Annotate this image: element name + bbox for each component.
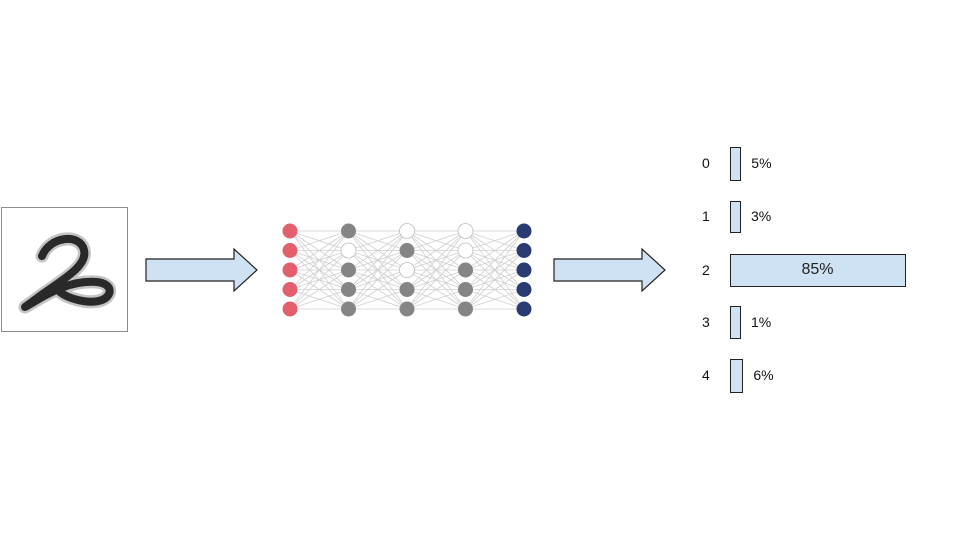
probability-value: 3% bbox=[751, 208, 772, 224]
class-label: 0 bbox=[702, 155, 710, 171]
input-arrow bbox=[145, 247, 258, 293]
input-arrow-shape bbox=[145, 247, 258, 293]
network-edge bbox=[289, 269, 349, 310]
output-node bbox=[516, 301, 532, 317]
network-edge bbox=[289, 230, 349, 271]
class-label: 4 bbox=[702, 367, 710, 383]
network-edge bbox=[348, 230, 408, 290]
input-node bbox=[282, 282, 298, 297]
network-edge bbox=[406, 230, 466, 290]
empty-node bbox=[399, 223, 415, 239]
output-node bbox=[516, 282, 532, 297]
network-edge bbox=[348, 269, 408, 310]
network-edge bbox=[348, 230, 408, 271]
hidden-node bbox=[458, 301, 473, 317]
hidden-node bbox=[341, 282, 356, 297]
class-label: 2 bbox=[702, 261, 710, 278]
output-arrow bbox=[553, 247, 666, 293]
empty-node bbox=[457, 242, 474, 259]
network-edge bbox=[465, 269, 525, 310]
network-edge bbox=[406, 250, 466, 310]
network-edge bbox=[289, 230, 349, 310]
network-edge bbox=[289, 289, 349, 310]
output-node bbox=[516, 262, 532, 278]
input-digit-image bbox=[1, 207, 128, 332]
network-edges bbox=[289, 230, 525, 310]
empty-node bbox=[399, 262, 415, 278]
empty-node bbox=[457, 223, 474, 239]
network-edge bbox=[465, 230, 525, 290]
network-edge bbox=[348, 250, 408, 310]
network-edge bbox=[406, 230, 466, 310]
output-node bbox=[516, 243, 532, 258]
network-edge bbox=[465, 230, 525, 271]
hidden-node bbox=[458, 282, 473, 297]
network-edge bbox=[289, 230, 349, 290]
output-arrow-shape bbox=[553, 247, 666, 293]
input-node bbox=[282, 243, 298, 258]
network-edge bbox=[465, 230, 525, 310]
probability-value: 1% bbox=[751, 313, 772, 330]
probability-value: 6% bbox=[753, 367, 774, 383]
empty-node bbox=[340, 242, 357, 259]
probability-bar bbox=[730, 201, 741, 233]
network-edge bbox=[348, 230, 408, 310]
network-edge bbox=[465, 230, 525, 251]
input-node bbox=[282, 301, 298, 317]
probability-value: 85% bbox=[801, 260, 834, 278]
neural-network bbox=[282, 223, 532, 317]
prediction-probabilities: 0 5% 1 3% 2 85% 3 1% 4 6% bbox=[690, 140, 940, 410]
network-edge bbox=[406, 230, 466, 251]
probability-value: 5% bbox=[751, 155, 772, 171]
hidden-node bbox=[341, 223, 356, 239]
probability-bar bbox=[730, 254, 906, 287]
network-edge bbox=[406, 269, 466, 310]
network-edge bbox=[348, 230, 408, 251]
hidden-node bbox=[341, 262, 356, 278]
network-edge bbox=[348, 289, 408, 310]
class-label: 3 bbox=[702, 313, 710, 330]
network-nodes bbox=[282, 223, 532, 317]
hidden-node bbox=[341, 301, 356, 317]
hidden-node bbox=[399, 243, 415, 258]
output-node bbox=[516, 223, 532, 239]
probability-bar bbox=[730, 359, 744, 393]
hidden-node bbox=[399, 301, 415, 317]
network-edge bbox=[465, 289, 525, 310]
network-edge bbox=[406, 289, 466, 310]
probability-bar bbox=[730, 306, 741, 339]
input-node bbox=[282, 223, 298, 239]
class-label: 1 bbox=[702, 208, 710, 224]
input-node bbox=[282, 262, 298, 278]
probability-bar bbox=[730, 147, 742, 181]
network-edge bbox=[465, 250, 525, 310]
handwritten-digit-two bbox=[18, 232, 117, 314]
network-edge bbox=[289, 230, 349, 251]
hidden-node bbox=[458, 262, 473, 278]
network-edge bbox=[406, 230, 466, 271]
network-edge bbox=[289, 250, 349, 310]
hidden-node bbox=[399, 282, 415, 297]
